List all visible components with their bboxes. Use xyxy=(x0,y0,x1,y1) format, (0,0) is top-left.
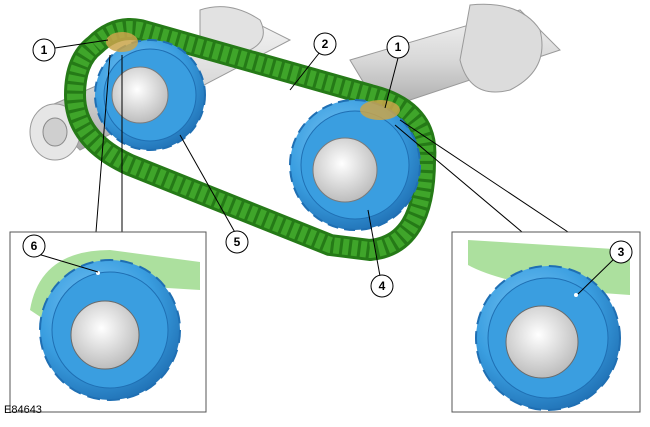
callout-4: 4 xyxy=(370,274,394,298)
svg-text:6: 6 xyxy=(31,239,38,253)
callout-1-right: 1 xyxy=(386,35,410,59)
svg-text:1: 1 xyxy=(395,40,402,54)
callout-6: 6 xyxy=(22,234,46,258)
svg-text:5: 5 xyxy=(234,235,241,249)
detail-leader-lines xyxy=(95,54,569,233)
timing-mark-left xyxy=(106,32,138,52)
callout-3: 3 xyxy=(609,240,633,264)
callout-leaders xyxy=(37,39,616,295)
timing-chain xyxy=(64,18,437,261)
sprocket-right xyxy=(289,99,421,231)
svg-text:1: 1 xyxy=(41,43,48,57)
svg-text:2: 2 xyxy=(322,37,329,51)
sprocket-left xyxy=(94,39,206,151)
callout-2: 2 xyxy=(313,32,337,56)
figure-id: E84643 xyxy=(4,404,42,416)
svg-text:4: 4 xyxy=(379,279,386,293)
callout-1-left: 1 xyxy=(32,38,56,62)
detail-box-right xyxy=(451,231,641,413)
svg-text:3: 3 xyxy=(618,245,625,259)
callout-5: 5 xyxy=(225,230,249,254)
timing-mark-right xyxy=(360,100,400,120)
detail-box-left xyxy=(9,231,207,413)
